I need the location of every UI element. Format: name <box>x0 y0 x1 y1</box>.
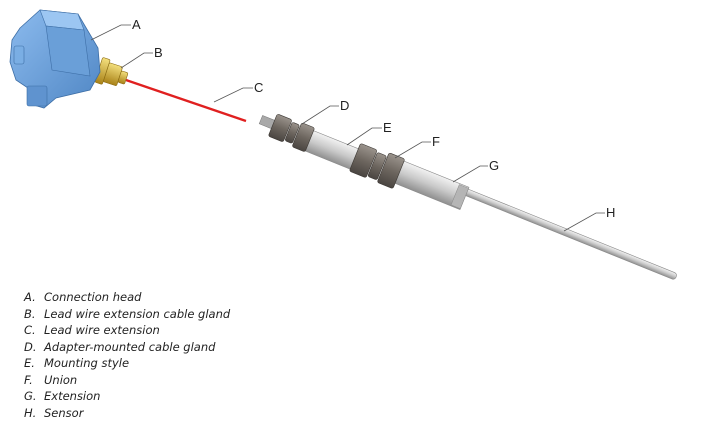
legend-item: F. Union <box>24 372 230 389</box>
callout-g: G <box>489 158 499 173</box>
legend-item: D. Adapter-mounted cable gland <box>24 339 230 356</box>
legend-list: A. Connection head B. Lead wire extension … <box>24 289 230 421</box>
legend-item: B. Lead wire extension cable gland <box>24 306 230 323</box>
legend-text: Sensor <box>44 405 84 420</box>
thermocouple-assembly-diagram: A B C D E F G H <box>9 9 677 280</box>
legend-key: E. <box>24 356 35 370</box>
leader-a <box>90 24 131 41</box>
legend-text: Mounting style <box>44 356 130 370</box>
legend-key: D. <box>24 339 37 354</box>
callout-f: F <box>432 134 440 149</box>
legend-item: G. Extension <box>24 388 230 405</box>
callout-d: D <box>340 98 349 113</box>
legend-key: F. <box>24 372 33 387</box>
legend-text: Adapter-mounted cable gland <box>44 339 216 354</box>
union-fitting <box>349 143 405 189</box>
callout-h: H <box>606 205 615 220</box>
lead-wire-cable-gland <box>94 57 129 86</box>
callout-c: C <box>254 80 263 95</box>
leader-e <box>346 127 382 146</box>
callout-a: A <box>132 17 141 32</box>
legend-key: C. <box>24 323 36 337</box>
legend-key: H. <box>24 405 37 420</box>
lead-wire-extension <box>125 78 247 123</box>
legend-item: C. Lead wire extension <box>24 322 230 339</box>
connection-head <box>9 9 101 109</box>
leader-d <box>301 105 339 125</box>
callout-b: B <box>154 45 163 60</box>
legend-key: B. <box>24 306 36 321</box>
legend-text: Connection head <box>44 290 142 304</box>
legend-text: Union <box>44 372 78 387</box>
legend-text: Lead wire extension <box>44 323 160 337</box>
legend-key: A. <box>24 290 36 304</box>
leader-b <box>120 52 153 69</box>
legend-item: H. Sensor <box>24 405 230 422</box>
legend-text: Extension <box>44 389 101 403</box>
legend-item: A. Connection head <box>24 289 230 306</box>
callout-e: E <box>383 120 392 135</box>
sensor-rod <box>460 187 677 280</box>
leader-c <box>213 87 253 103</box>
leader-g <box>452 165 488 183</box>
leader-h <box>563 212 605 232</box>
adapter-cable-gland <box>258 114 315 152</box>
leader-f <box>394 141 431 159</box>
legend-key: G. <box>24 389 37 403</box>
legend-item: E. Mounting style <box>24 355 230 372</box>
leader-lines <box>90 24 605 232</box>
legend-text: Lead wire extension cable gland <box>44 306 231 321</box>
